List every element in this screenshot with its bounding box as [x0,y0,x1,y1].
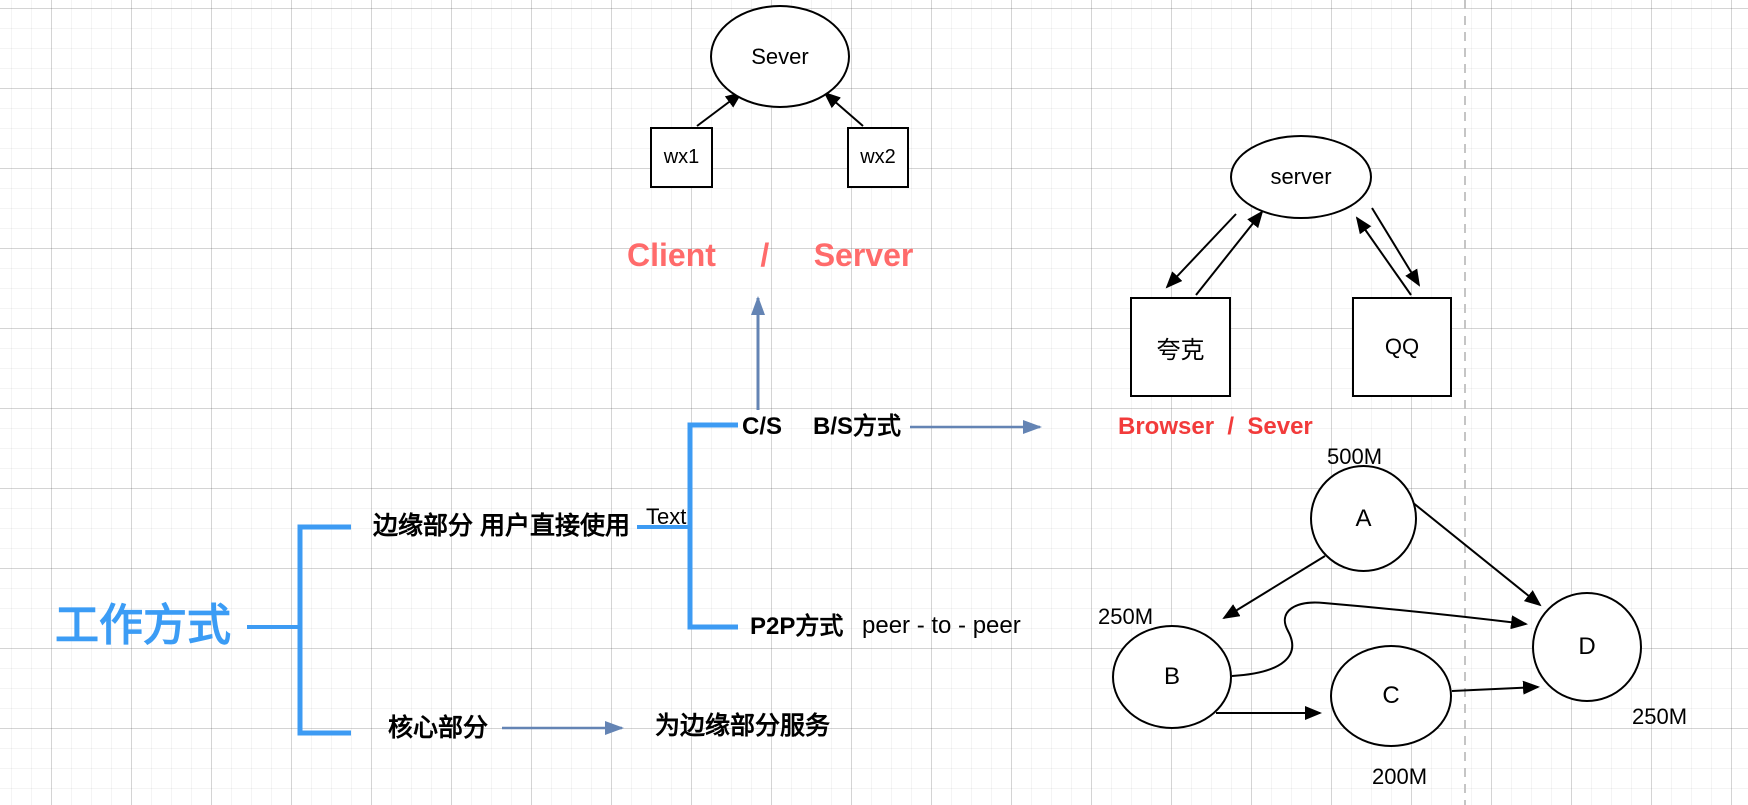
arrow-server-to-quark[interactable] [1165,213,1237,289]
arrow-c-to-d[interactable] [1451,680,1540,695]
p2p-node-d-bandwidth[interactable]: 250M [1632,704,1688,729]
arrow-server-to-qq[interactable] [1371,207,1421,287]
mindmap-cs-label[interactable]: C/S [742,413,783,440]
arrow-qq-to-server[interactable] [1355,216,1412,296]
mindmap-p2p-note[interactable]: peer - to - peer [862,612,1021,639]
p2p-node-c-label: C [1382,682,1400,709]
p2p-node-c[interactable]: C [1330,645,1452,747]
cs-server-ellipse[interactable]: Sever [710,5,850,108]
arrow-quark-to-server[interactable] [1195,210,1264,296]
bs-quark-label: 夸克 [1156,336,1205,364]
mindmap-p2p-label[interactable]: P2P方式 [750,613,844,640]
mindmap-root-label[interactable]: 工作方式 [55,601,231,650]
p2p-node-d-label: D [1578,633,1596,660]
p2p-node-b-bandwidth[interactable]: 250M [1098,604,1154,629]
cs-server-label: Sever [751,43,809,69]
bs-quark-box[interactable]: 夸克 [1130,297,1231,397]
arrow-wx1-to-sever[interactable] [696,91,743,127]
p2p-node-c-bandwidth[interactable]: 200M [1372,764,1428,789]
bs-qq-label: QQ [1384,334,1420,359]
p2p-node-a-label: A [1355,504,1372,532]
mindmap-edge-branch-label[interactable]: 边缘部分 用户直接使用 [373,512,630,540]
mindmap-bs-label[interactable]: B/S方式 [813,413,902,440]
bs-server-label: server [1270,164,1332,189]
p2p-node-b[interactable]: B [1112,625,1232,729]
mindmap-main-bracket[interactable] [297,524,351,736]
p2p-node-d[interactable]: D [1532,592,1642,702]
arrow-wx2-to-sever[interactable] [823,91,864,127]
arrow-a-to-d[interactable] [1411,501,1542,607]
mindmap-sub-bracket[interactable] [687,422,738,630]
browser-sever-caption[interactable]: Browser / Sever [1118,413,1313,440]
cs-client1-label: wx1 [663,146,700,168]
bs-server-ellipse[interactable]: server [1230,135,1372,219]
arrow-b-to-d[interactable] [1231,601,1528,677]
bs-qq-box[interactable]: QQ [1352,297,1452,397]
p2p-node-a[interactable]: A [1310,465,1417,572]
client-server-caption[interactable]: Client / Server [627,237,914,273]
p2p-node-a-bandwidth[interactable]: 500M [1327,444,1383,469]
p2p-node-b-label: B [1163,663,1180,690]
cs-client2-box[interactable]: wx2 [847,127,909,188]
mindmap-core-note[interactable]: 为边缘部分服务 [655,712,831,740]
cs-client2-label: wx2 [860,146,896,168]
arrow-a-to-b[interactable] [1222,555,1326,620]
cs-client1-box[interactable]: wx1 [650,127,713,188]
mindmap-core-branch-label[interactable]: 核心部分 [388,714,489,742]
mindmap-text-node-label[interactable]: Text [646,504,687,529]
